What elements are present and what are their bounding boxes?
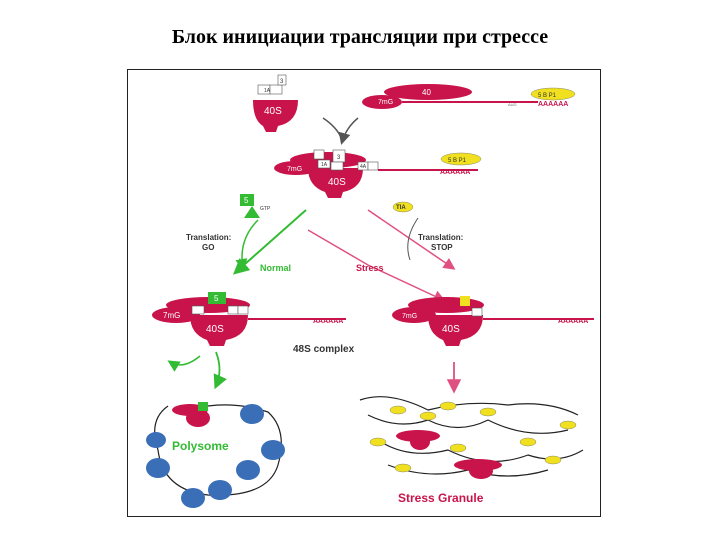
subunit-label: 40S xyxy=(442,324,460,335)
polya-label: AAAAAA xyxy=(558,318,588,325)
scanning-complex: 7mG 3 1A 4A 40S 5 B P1 AAAAAA xyxy=(274,149,482,198)
gtp-label: GTP xyxy=(260,206,271,212)
eif2-arrow xyxy=(235,219,259,271)
merge-arrow-right xyxy=(338,117,359,145)
factor-label: 40 xyxy=(422,88,431,97)
polya-label: AAAAAA xyxy=(538,101,568,108)
pabp-label: 5 B P1 xyxy=(448,158,467,164)
stop-label-line1: Translation: xyxy=(418,233,463,242)
stress-arrow xyxy=(367,209,456,270)
tia-arrow xyxy=(407,217,419,261)
stress-label: Stress xyxy=(356,263,384,273)
stop-label-line2: STOP xyxy=(431,243,453,252)
free-40s-subunit: 1A 3 40S xyxy=(253,74,298,132)
factor-label: 1A xyxy=(264,88,271,94)
go-label-line2: GO xyxy=(202,243,214,252)
48s-complex-stress: 7mG 40S AAAAAA xyxy=(392,296,594,346)
48s-complex-label: 48S complex xyxy=(293,344,355,355)
merge-arrow-left xyxy=(322,117,343,141)
subunit-label: 40S xyxy=(264,106,282,117)
polysome-label: Polysome xyxy=(172,439,229,453)
factor-label: 1A xyxy=(321,162,328,168)
stress-inhibition-line xyxy=(307,229,446,302)
aug-label: AUG xyxy=(508,102,517,107)
tia-label: TIA xyxy=(396,205,406,211)
recycle-arrow xyxy=(167,355,201,372)
cap-label: 7mG xyxy=(402,313,417,320)
subunit-label: 40S xyxy=(328,177,346,188)
polya-label: AAAAAA xyxy=(313,318,343,325)
48s-complex-normal: 7mG 5 40S AAAAAA xyxy=(152,292,346,346)
normal-label: Normal xyxy=(260,263,291,273)
factor-label: 3 xyxy=(337,155,341,161)
diagram-frame: 1A 3 40S 40 7mG 5 B P1 AAAAAA AUG 7mG 3 … xyxy=(127,69,601,517)
cap-label: 7mG xyxy=(163,311,180,320)
pabp-label: 5 B P1 xyxy=(538,93,557,99)
factor-label: 3 xyxy=(280,79,284,85)
cap-label: 7mG xyxy=(378,99,393,106)
factor-label: 5 xyxy=(244,196,249,205)
factor-label: 4A xyxy=(360,164,367,170)
normal-arrow xyxy=(233,209,307,275)
polysome: Polysome xyxy=(146,402,285,508)
translation-diagram: 1A 3 40S 40 7mG 5 B P1 AAAAAA AUG 7mG 3 … xyxy=(146,74,594,508)
go-label-line1: Translation: xyxy=(186,233,231,242)
eif2-ternary-complex: 5 GTP xyxy=(240,194,271,218)
polysome-arrow xyxy=(213,351,227,390)
stress-granule: Stress Granule xyxy=(359,396,584,505)
factor-label: 5 xyxy=(214,294,219,303)
page-title: Блок инициации трансляции при стрессе xyxy=(171,26,549,48)
stress-granule-label: Stress Granule xyxy=(398,491,484,505)
polya-label: AAAAAA xyxy=(440,169,470,176)
mrna-cap-complex: 40 7mG 5 B P1 AAAAAA AUG xyxy=(362,84,576,109)
subunit-label: 40S xyxy=(206,324,224,335)
tia-protein xyxy=(392,201,414,213)
cap-label: 7mG xyxy=(287,166,302,173)
